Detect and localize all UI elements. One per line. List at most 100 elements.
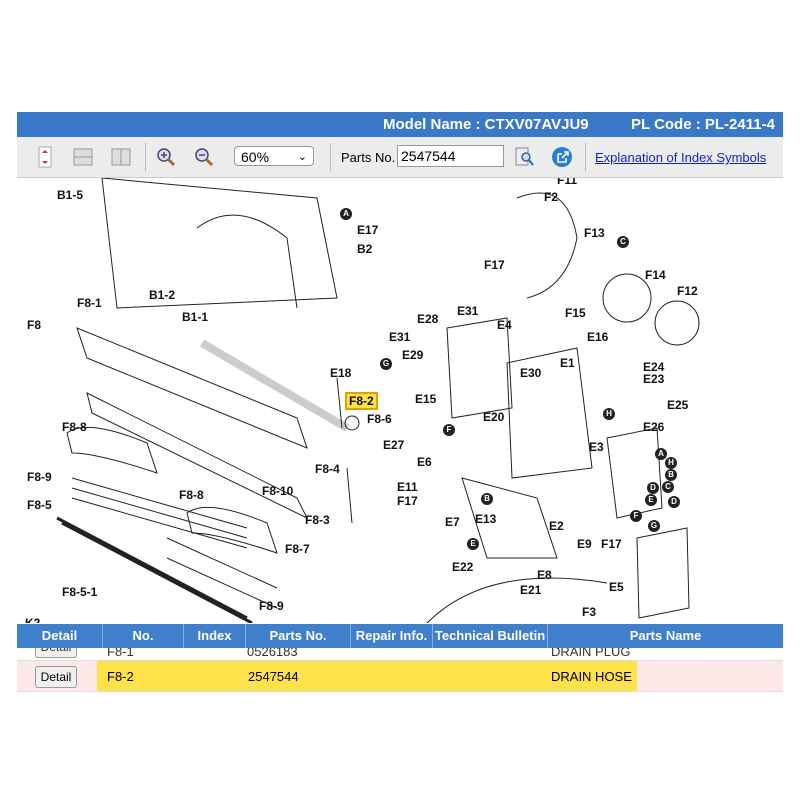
toolbar: 60%⌄ Parts No. Explanation of Index Symb…	[17, 137, 783, 178]
part-label[interactable]: E5	[609, 580, 624, 594]
part-label[interactable]: F8	[27, 318, 42, 332]
callout-marker: H	[665, 457, 677, 469]
fit-height-icon[interactable]	[34, 146, 56, 168]
part-label[interactable]: F11	[557, 178, 578, 187]
part-label[interactable]: F8-5-1	[62, 585, 98, 599]
part-label[interactable]: E26	[643, 420, 665, 434]
part-label[interactable]: F8-7	[285, 542, 310, 556]
part-label[interactable]: E31	[389, 330, 411, 344]
part-label[interactable]: E23	[643, 372, 665, 386]
part-label[interactable]: E3	[589, 440, 604, 454]
row-parts-name: DRAIN HOSE	[551, 669, 632, 684]
part-label[interactable]: E27	[383, 438, 405, 452]
zoom-select[interactable]: 60%⌄	[234, 146, 314, 166]
part-label[interactable]: K2	[25, 616, 41, 623]
callout-marker: A	[655, 448, 667, 460]
part-label[interactable]: E8	[537, 568, 552, 582]
part-label[interactable]: F14	[645, 268, 666, 282]
row-no: F8-2	[107, 669, 134, 684]
part-label[interactable]: E18	[330, 366, 352, 380]
part-label[interactable]: F17	[484, 258, 505, 272]
row-parts-no: 0526183	[247, 648, 298, 659]
explanation-link[interactable]: Explanation of Index Symbols	[595, 150, 767, 165]
detail-button[interactable]: Detail	[35, 666, 77, 688]
callout-marker: D	[668, 496, 680, 508]
part-label[interactable]: E29	[402, 348, 424, 362]
part-label[interactable]: E11	[397, 480, 418, 494]
callout-marker: A	[340, 208, 352, 220]
part-label[interactable]: E28	[417, 312, 439, 326]
part-label[interactable]: F8-8	[62, 420, 87, 434]
table-row[interactable]: Detail F8-1 0526183 DRAIN PLUG	[17, 648, 783, 660]
model-name: Model Name : CTXV07AVJU9	[383, 116, 589, 133]
col-index[interactable]: Index	[184, 624, 246, 648]
col-detail[interactable]: Detail	[17, 624, 103, 648]
part-label[interactable]: E21	[520, 583, 542, 597]
part-label[interactable]: F12	[677, 284, 698, 298]
part-label[interactable]: E16	[587, 330, 609, 344]
row-no: F8-1	[107, 648, 134, 659]
part-label[interactable]: E20	[483, 410, 505, 424]
part-label[interactable]: E31	[457, 304, 479, 318]
part-label[interactable]: B2	[357, 242, 373, 256]
table-row-selected[interactable]: Detail F8-2 2547544 DRAIN HOSE	[17, 660, 783, 692]
part-label[interactable]: E30	[520, 366, 542, 380]
part-label[interactable]: F13	[584, 226, 605, 240]
callout-marker: E	[467, 538, 479, 550]
callout-marker: C	[662, 481, 674, 493]
part-label[interactable]: E2	[549, 519, 564, 533]
part-label[interactable]: F17	[397, 494, 418, 508]
part-label[interactable]: B1-1	[182, 310, 209, 324]
col-repair-info[interactable]: Repair Info.	[351, 624, 433, 648]
part-label[interactable]: F8-4	[315, 462, 340, 476]
part-label[interactable]: F8-5	[27, 498, 52, 512]
part-label[interactable]: E1	[560, 356, 575, 370]
part-label[interactable]: E6	[417, 455, 432, 469]
diagram-drawing	[56, 178, 700, 623]
part-label[interactable]: F8-9	[27, 470, 52, 484]
vertical-split-icon[interactable]	[110, 146, 132, 168]
part-label[interactable]: E7	[445, 515, 460, 529]
callout-marker: E	[645, 494, 657, 506]
part-label[interactable]: E22	[452, 560, 474, 574]
row-highlight	[97, 661, 637, 691]
part-label[interactable]: E17	[357, 223, 379, 237]
part-label[interactable]: E24	[643, 360, 665, 374]
part-label[interactable]: F8-8	[179, 488, 204, 502]
col-parts-name[interactable]: Parts Name	[629, 628, 702, 643]
part-label[interactable]: E25	[667, 398, 689, 412]
search-part-icon[interactable]	[513, 146, 535, 168]
col-no[interactable]: No.	[103, 624, 184, 648]
parts-table-header: Detail No. Index Parts No. Repair Info. …	[17, 624, 783, 648]
part-label[interactable]: F8-10	[262, 484, 294, 498]
callout-marker: H	[603, 408, 615, 420]
zoom-in-icon[interactable]	[155, 146, 177, 168]
part-label[interactable]: F8-6	[367, 412, 392, 426]
part-label[interactable]: B1-5	[57, 188, 84, 202]
part-label[interactable]: F8-1	[77, 296, 102, 310]
part-label[interactable]: E15	[415, 392, 437, 406]
part-label[interactable]: F8-3	[305, 513, 330, 527]
zoom-out-icon[interactable]	[193, 146, 215, 168]
col-parts-no[interactable]: Parts No.	[246, 624, 351, 648]
callout-marker: G	[648, 520, 660, 532]
part-label[interactable]: F15	[565, 306, 586, 320]
col-technical-bulletin[interactable]: Technical Bulletin	[433, 624, 548, 648]
callout-marker: F	[630, 510, 642, 522]
external-link-icon[interactable]	[551, 146, 573, 168]
part-label[interactable]: F2	[544, 190, 559, 204]
part-label[interactable]: E4	[497, 318, 512, 332]
part-label[interactable]: F8-9	[259, 599, 284, 613]
parts-no-input[interactable]	[397, 145, 504, 167]
part-label[interactable]: B1-2	[149, 288, 176, 302]
row-parts-no: 2547544	[248, 669, 299, 684]
callout-marker: C	[617, 236, 629, 248]
part-label[interactable]: F3	[582, 605, 597, 619]
part-label[interactable]: E13	[475, 512, 497, 526]
detail-button[interactable]: Detail	[35, 648, 77, 658]
highlighted-part-label[interactable]: F8-2	[345, 392, 378, 410]
part-label[interactable]: E9	[577, 537, 592, 551]
part-label[interactable]: F17	[601, 537, 622, 551]
horizontal-split-icon[interactable]	[72, 146, 94, 168]
